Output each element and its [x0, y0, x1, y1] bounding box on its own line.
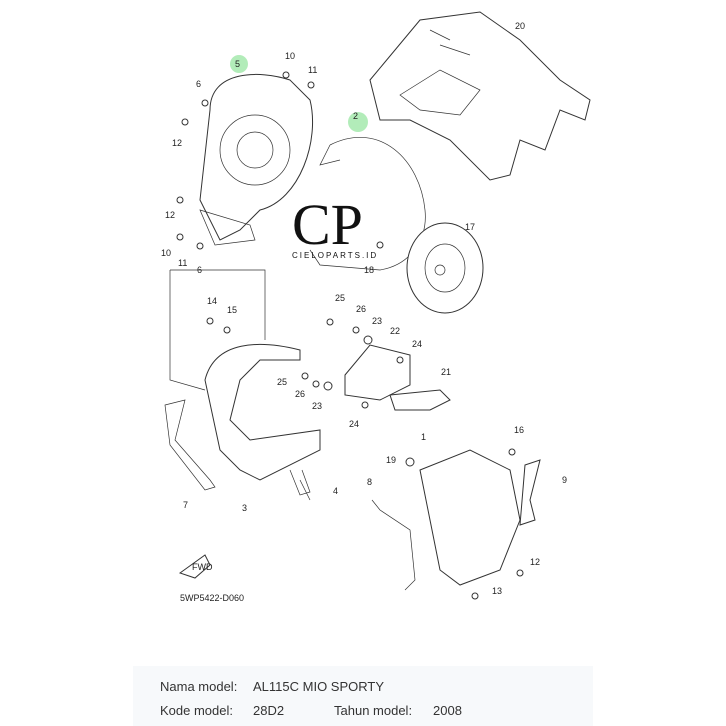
- watermark-text: CIELOPARTS.ID: [292, 251, 378, 260]
- part-3-lower-shroud: [204, 343, 321, 481]
- part-label[interactable]: 11: [308, 65, 317, 75]
- part-label[interactable]: 9: [562, 475, 567, 485]
- part-label[interactable]: 11: [178, 258, 187, 268]
- part-label[interactable]: 23: [372, 316, 382, 326]
- part-label[interactable]: 4: [333, 486, 338, 496]
- part-label[interactable]: 6: [196, 79, 201, 89]
- part-5-fan-cover: [199, 73, 314, 241]
- part-label[interactable]: 20: [515, 21, 525, 31]
- part-label[interactable]: 13: [492, 586, 502, 596]
- part-label[interactable]: 8: [367, 477, 372, 487]
- part-8-wire: [371, 499, 416, 591]
- part-label[interactable]: 12: [172, 138, 182, 148]
- part-17-flywheel: [406, 222, 484, 314]
- part-label[interactable]: 12: [530, 557, 540, 567]
- part-label[interactable]: 17: [465, 222, 475, 232]
- part-label[interactable]: 23: [312, 401, 322, 411]
- highlight-part-5: [230, 55, 248, 73]
- part-labels: 20 10 11 6 5 2 12 12 17 10 11 6 18 14 15…: [161, 21, 567, 596]
- part-label[interactable]: 21: [441, 367, 451, 377]
- part-label[interactable]: 7: [183, 500, 188, 510]
- part-label[interactable]: 14: [207, 296, 217, 306]
- part-label[interactable]: 24: [412, 339, 422, 349]
- part-label[interactable]: 5: [235, 59, 240, 69]
- part-21-bracket: [389, 389, 451, 411]
- part-1-case: [419, 449, 521, 586]
- model-info-panel: Nama model: AL115C MIO SPORTY Kode model…: [133, 666, 593, 726]
- model-name-value: AL115C MIO SPORTY: [253, 679, 385, 694]
- part-label[interactable]: 26: [295, 389, 305, 399]
- part-label[interactable]: 16: [514, 425, 524, 435]
- diagram-code: 5WP5422-D060: [180, 593, 244, 603]
- watermark-initials: CP: [292, 192, 363, 257]
- part-label[interactable]: 19: [386, 455, 396, 465]
- watermark-logo: CP CIELOPARTS.ID: [292, 192, 378, 260]
- part-label[interactable]: 25: [277, 377, 287, 387]
- part-label[interactable]: 12: [165, 210, 175, 220]
- part-label[interactable]: 25: [335, 293, 345, 303]
- part-22-bracket: [344, 344, 411, 401]
- model-name-label: Nama model:: [160, 679, 238, 694]
- highlight-part-2: [348, 112, 368, 132]
- part-label[interactable]: 10: [285, 51, 295, 61]
- bolts: [176, 71, 524, 600]
- part-2-seal: [309, 137, 426, 271]
- parts-diagram: CP CIELOPARTS.ID FWD 5WP5422-D060 20 10 …: [161, 11, 591, 603]
- model-year-value: 2008: [433, 703, 462, 718]
- part-label[interactable]: 18: [364, 265, 374, 275]
- part-label[interactable]: 26: [356, 304, 366, 314]
- part-label[interactable]: 15: [227, 305, 237, 315]
- fwd-arrow-icon: FWD: [178, 554, 213, 579]
- model-code-value: 28D2: [253, 703, 285, 718]
- model-year-label: Tahun model:: [334, 703, 413, 718]
- part-label[interactable]: 1: [421, 432, 426, 442]
- part-label[interactable]: 22: [390, 326, 400, 336]
- part-label[interactable]: 24: [349, 419, 359, 429]
- part-label[interactable]: 6: [197, 265, 202, 275]
- svg-text:FWD: FWD: [192, 562, 213, 572]
- part-label[interactable]: 3: [242, 503, 247, 513]
- part-20-shroud: [369, 11, 591, 181]
- part-label[interactable]: 2: [353, 111, 358, 121]
- model-code-label: Kode model:: [160, 703, 233, 718]
- part-label[interactable]: 10: [161, 248, 171, 258]
- part-9-clip: [519, 459, 541, 526]
- part-7-clip: [164, 399, 216, 491]
